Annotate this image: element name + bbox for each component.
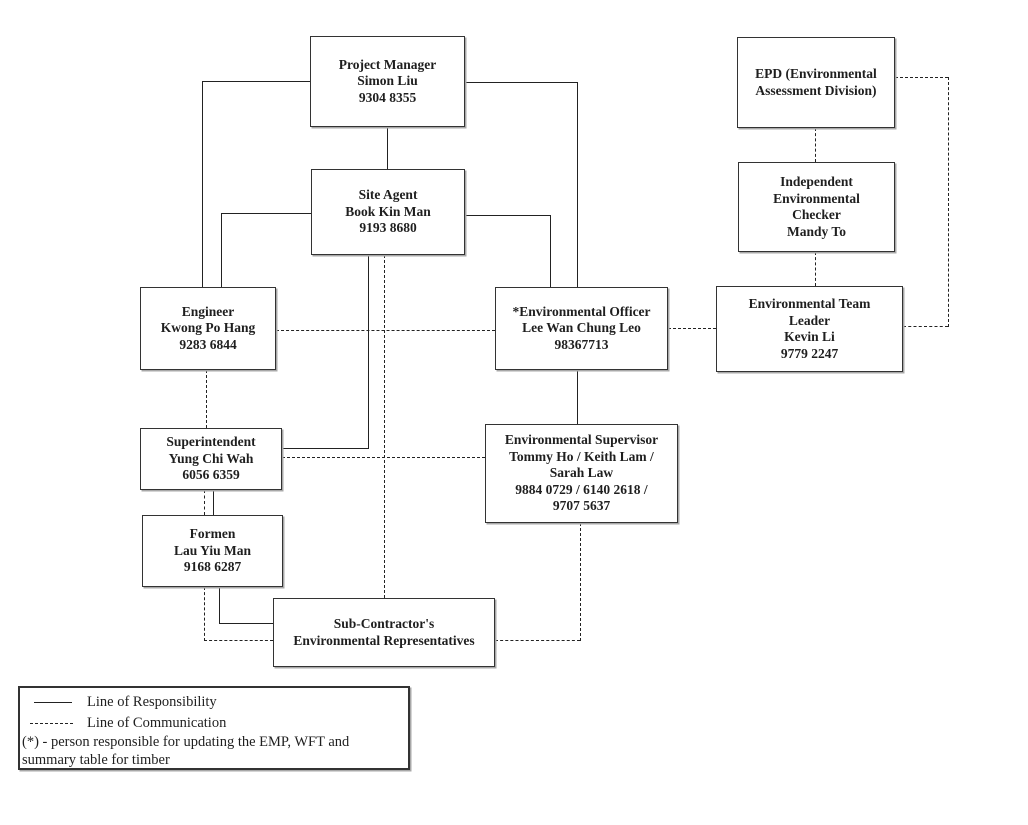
solid-line-sample [34,702,72,703]
node-text-line: Environmental Team [748,296,871,311]
edge-pm-engineer-line [202,81,310,82]
edge-siteagent-superintendent-line [282,448,368,449]
node-text-line: EPD (Environmental [755,66,877,81]
edge-pm-siteagent-line [387,127,388,169]
edge-siteagent-envofficer-line [465,215,550,216]
node-text-line: Engineer [181,303,235,319]
node-text-line: Environmental Representatives [293,632,475,648]
edge-superintendent-formen-dashed [204,490,205,515]
node-text-line: Mandy To [787,223,846,239]
node-text-line: Formen [189,526,236,542]
dashed-line-sample [30,723,73,724]
edge-epd-etl-dashed [948,77,949,327]
node-text-line: Site Agent [358,187,418,203]
edge-epd-etl-dashed [895,77,948,78]
edge-siteagent-envofficer-line [550,215,551,287]
edge-formen-subcontractor-dashed [204,587,205,641]
edge-formen-subcontractor-line [219,587,220,624]
edge-iec-etl-dashed [815,252,816,286]
node-text-line: Leader [788,312,831,328]
node-text-line: Sarah Law [549,465,614,481]
legend-communication-label: Line of Communication [87,715,227,731]
edge-envofficer-etl-dashed [668,328,716,329]
legend-box: Line of Responsibility Line of Communica… [18,686,410,770]
node-text-line: Environmental [773,190,860,206]
edge-envsupervisor-subcontractor-dashed [495,640,580,641]
node-text-line: 9304 8355 [358,89,417,105]
node-text-line: 9707 5637 [552,498,611,514]
legend-communication-row: Line of Communication [20,713,408,734]
node-text-line: Environmental Supervisor [504,432,659,448]
node-text-line: Kevin Li [784,329,835,344]
node-text-line: Assessment Division) [755,82,877,98]
edge-engineer-superintendent-dashed [206,370,207,428]
edge-superintendent-formen-line [213,490,214,515]
edge-siteagent-subcontractor-dashed [384,255,385,598]
legend-responsibility-row: Line of Responsibility [20,692,408,713]
legend-note-line1: (*) - person responsible for updating th… [22,734,350,750]
node-text-line: 9884 0729 / 6140 2618 / [515,481,648,497]
edge-formen-subcontractor-dashed [204,640,273,641]
edge-siteagent-engineer-line [221,213,311,214]
node-text-line: 6056 6359 [182,467,240,483]
node-text-line: Independent [780,174,853,189]
node-text-line: Tommy Ho / Keith Lam / [509,448,654,464]
node-text-line: 9283 6844 [179,336,237,352]
node-text-line: Lau Yiu Man [173,542,252,558]
edge-epd-etl-dashed [903,326,948,327]
edge-formen-subcontractor-line [219,623,273,624]
node-text-line: Kwong Po Hang [160,320,256,336]
node-text-line: 9193 8680 [359,220,417,236]
edge-epd-iec-dashed [815,128,816,162]
edge-pm-envofficer-line [577,82,578,287]
node-text-line: 9779 2247 [780,345,839,361]
node-text-line: *Environmental Officer [512,303,651,319]
node-text-line: Book Kin Man [345,203,431,219]
node-text-line: Yung Chi Wah [168,450,254,466]
node-text-line: Simon Liu [357,73,418,89]
node-text-line: 9168 6287 [183,559,242,575]
edge-pm-engineer-line [202,81,203,287]
node-text-line: Checker [792,207,841,222]
legend-note-line2: summary table for timber [22,751,170,768]
edge-siteagent-superintendent-line [368,255,369,449]
node-text-line: Project Manager [338,56,437,72]
node-text-line: Sub-Contractor's [333,616,435,631]
edge-envofficer-envsupervisor-line [577,370,578,425]
edge-siteagent-engineer-line [221,213,222,287]
legend-responsibility-label: Line of Responsibility [87,694,217,710]
edge-engineer-envofficer-dashed [276,330,495,331]
edge-envsupervisor-subcontractor-dashed [580,523,581,641]
edge-superintendent-envsupervisor-dashed [282,457,485,458]
node-text-line: Lee Wan Chung Leo [522,320,641,336]
node-text-line: 98367713 [554,336,609,352]
node-text-line: Superintendent [166,434,256,450]
edge-pm-envofficer-line [465,82,577,83]
